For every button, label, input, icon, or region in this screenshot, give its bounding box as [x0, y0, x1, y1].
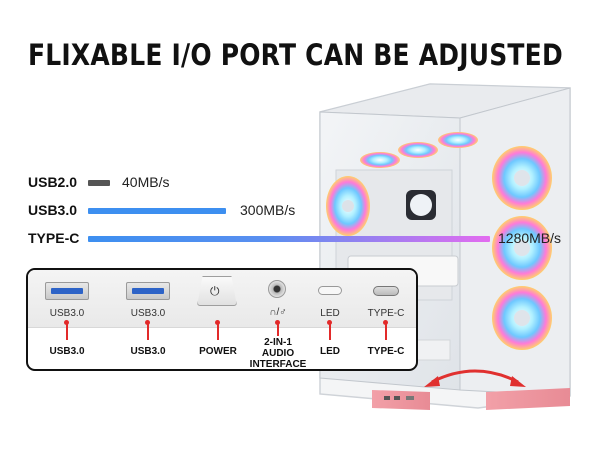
- connector-line: [329, 322, 331, 340]
- connector-line: [66, 322, 68, 340]
- connector-line: [147, 322, 149, 340]
- speed-label: USB2.0: [28, 174, 78, 190]
- speed-row-typec: TYPE-C: [28, 228, 86, 248]
- headline: FLIXABLE I/O PORT CAN BE ADJUSTED: [28, 38, 563, 73]
- speed-row-usb3: USB3.0: [28, 200, 86, 220]
- port-name-power: POWER: [199, 346, 237, 357]
- port-name-led: LED: [320, 346, 340, 357]
- connector-dot: [275, 320, 280, 325]
- audio-jack: [268, 280, 286, 298]
- connector-dot: [64, 320, 69, 325]
- face-label-typec: TYPE-C: [367, 308, 405, 319]
- usb3-port-2: [126, 282, 170, 300]
- speed-value: 1280MB/s: [498, 230, 562, 246]
- port-name-usb3-2: USB3.0: [130, 346, 166, 357]
- connector-dot: [145, 320, 150, 325]
- port-name-typec: TYPE-C: [367, 346, 405, 357]
- port-name-audio-line2: AUDIO: [261, 348, 295, 359]
- speed-row-usb2: USB2.0: [28, 172, 86, 192]
- connector-dot: [383, 320, 388, 325]
- connector-dot: [327, 320, 332, 325]
- port-name-audio-line3: INTERFACE: [249, 359, 307, 370]
- usb3-port-1: [45, 282, 89, 300]
- led-button: [318, 286, 342, 295]
- connector-line: [385, 322, 387, 340]
- power-icon: ⏻: [210, 284, 220, 298]
- speed-bar-usb2: [88, 180, 110, 186]
- connector-line: [277, 322, 279, 336]
- speed-label: TYPE-C: [28, 230, 80, 246]
- io-port-panel: USB3.0 USB3.0 USB3.0 USB3.0 ⏻ POWER ∩/♂ …: [26, 268, 418, 371]
- face-label-led: LED: [320, 308, 340, 319]
- face-label-usb3-1: USB3.0: [49, 308, 85, 319]
- face-label-usb3-2: USB3.0: [130, 308, 166, 319]
- headphone-mic-icon: ∩/♂: [269, 307, 287, 318]
- speed-bar-usb3: [88, 208, 226, 214]
- speed-value: 40MB/s: [122, 174, 170, 190]
- connector-dot: [215, 320, 220, 325]
- speed-bar-typec: [88, 236, 490, 242]
- port-name-usb3-1: USB3.0: [49, 346, 85, 357]
- connector-line: [217, 322, 219, 340]
- port-name-audio-line1: 2-IN-1: [264, 337, 292, 348]
- typec-port: [373, 286, 399, 296]
- speed-value: 300MB/s: [240, 202, 296, 218]
- speed-label: USB3.0: [28, 202, 78, 218]
